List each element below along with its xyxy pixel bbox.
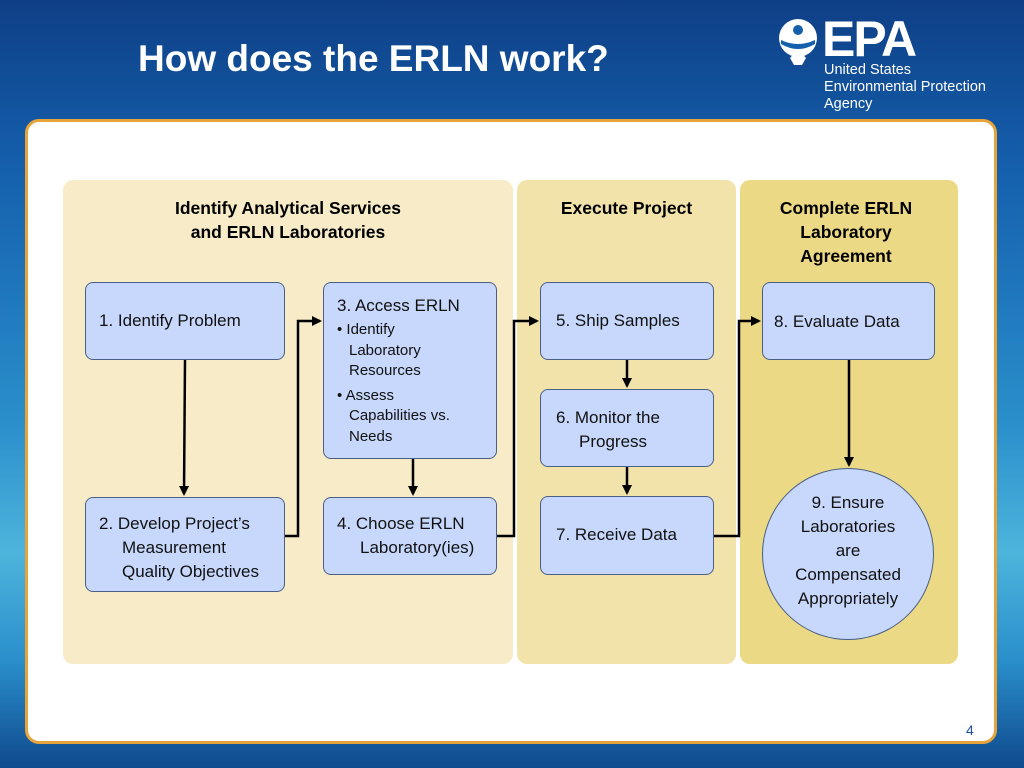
step-8-evaluate-data: 8. Evaluate Data xyxy=(762,282,935,360)
epa-seal-icon xyxy=(779,19,817,65)
step-label: Quality Objectives xyxy=(122,562,259,581)
step-9-text: 9. Ensure Laboratories are Compensated A… xyxy=(763,469,933,611)
bullet-text: Resources xyxy=(349,362,421,379)
arrow-1-to-2 xyxy=(179,359,190,496)
step-label: Measurement xyxy=(122,538,226,557)
step-label: 5. Ship Samples xyxy=(556,311,680,330)
column-heading-line: Laboratory xyxy=(800,222,892,242)
agency-line-1: United States xyxy=(824,62,912,78)
column-heading-execute: Execute Project xyxy=(517,196,736,220)
arrow-2-to-3 xyxy=(285,316,322,538)
epa-wordmark: EPA xyxy=(822,11,917,67)
slide-title: How does the ERLN work? xyxy=(138,38,609,79)
step-3-bullet-assess: • Assess Capabilities vs. Needs xyxy=(337,386,496,448)
step-label: 2. Develop Project’s xyxy=(99,514,250,533)
page-number: 4 xyxy=(966,722,974,738)
step-label: 1. Identify Problem xyxy=(99,311,241,330)
step-label: Laboratories xyxy=(800,517,896,536)
bullet-text: • Identify xyxy=(337,321,395,338)
step-label: 6. Monitor the xyxy=(556,408,660,427)
bullet-text: Needs xyxy=(349,427,393,445)
step-1-identify-problem: 1. Identify Problem xyxy=(85,282,285,360)
column-heading-line: Execute Project xyxy=(560,198,693,218)
step-3-bullet-identify: • Identify Laboratory Resources xyxy=(337,320,496,382)
step-6-monitor-progress: 6. Monitor the Progress xyxy=(540,389,714,467)
step-label: 8. Evaluate Data xyxy=(774,312,900,331)
column-heading-line: and ERLN Laboratories xyxy=(190,222,386,242)
step-label: are xyxy=(835,541,861,560)
step-label: Appropriately xyxy=(797,589,899,608)
epa-logo: EPA United States Environmental Protecti… xyxy=(774,11,1014,114)
step-3-access-erln: 3. Access ERLN • Identify Laboratory Res… xyxy=(323,282,497,459)
step-7-receive-data: 7. Receive Data xyxy=(540,496,714,575)
step-label: Compensated xyxy=(795,565,901,584)
step-label: 3. Access ERLN xyxy=(337,296,460,315)
column-heading-line: Identify Analytical Services xyxy=(175,198,401,218)
arrow-7-to-8 xyxy=(714,316,761,538)
bullet-text: • Assess xyxy=(337,386,394,404)
bullet-text: Capabilities vs. xyxy=(349,407,450,424)
step-label: Progress xyxy=(579,432,648,451)
step-4-choose-erln: 4. Choose ERLN Laboratory(ies) xyxy=(323,497,497,575)
arrow-4-to-5 xyxy=(496,316,539,538)
column-heading-line: Complete ERLN xyxy=(779,198,913,218)
column-heading-identify: Identify Analytical Services and ERLN La… xyxy=(120,196,456,244)
step-2-develop-mqo: 2. Develop Project’s Measurement Quality… xyxy=(85,497,285,592)
step-label: Laboratory(ies) xyxy=(360,538,475,557)
column-heading-line: Agreement xyxy=(800,246,892,266)
step-label: 4. Choose ERLN xyxy=(337,514,465,533)
step-label: 9. Ensure xyxy=(811,493,885,512)
column-heading-complete: Complete ERLN Laboratory Agreement xyxy=(740,196,952,268)
agency-line-3: Agency xyxy=(824,96,873,112)
bullet-text: Laboratory xyxy=(349,341,421,359)
agency-line-2: Environmental Protection xyxy=(824,79,986,95)
step-label: 7. Receive Data xyxy=(556,525,677,544)
step-9-ensure-compensation: 9. Ensure Laboratories are Compensated A… xyxy=(762,468,934,640)
agency-name: United States Environmental Protection A… xyxy=(824,62,986,113)
step-5-ship-samples: 5. Ship Samples xyxy=(540,282,714,360)
